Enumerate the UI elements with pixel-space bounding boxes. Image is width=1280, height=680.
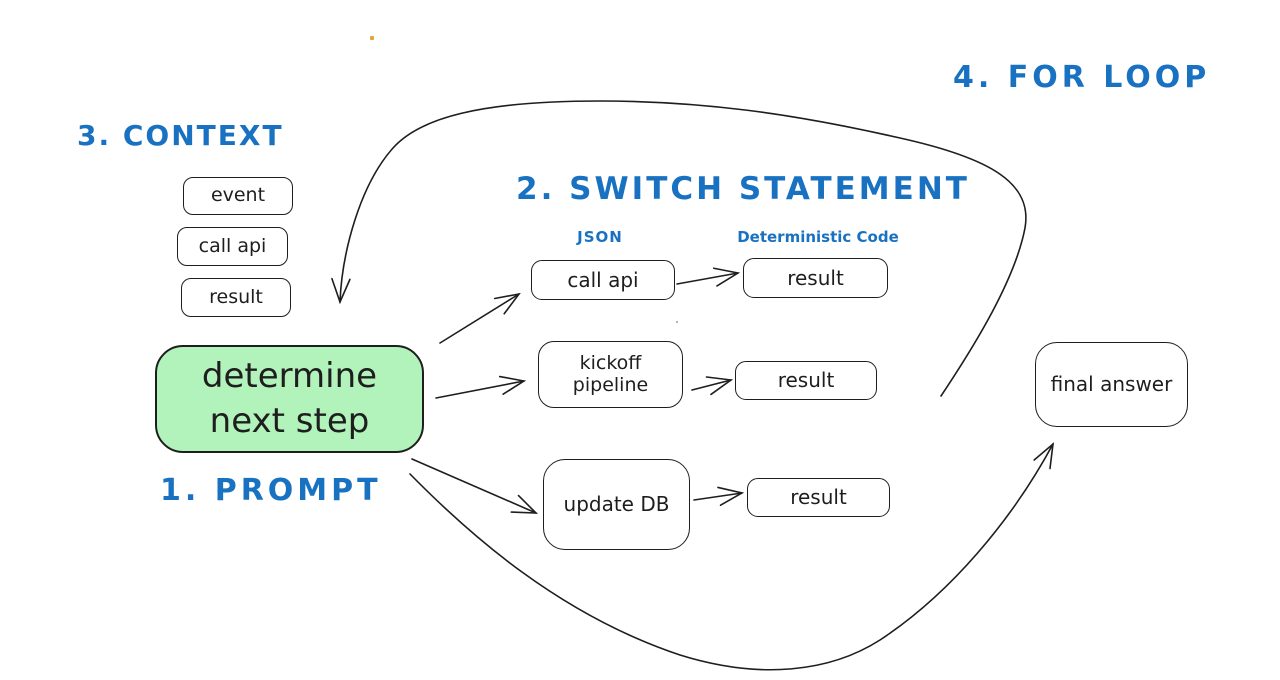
- switch-call-api-label: call api: [567, 267, 639, 292]
- determine-next-step-line1: determine: [201, 356, 378, 397]
- update-db-to-result-arrow: [693, 486, 745, 507]
- context-event-node: event: [183, 177, 293, 215]
- switch-kickoff-pipeline-node: kickoff pipeline: [538, 341, 683, 408]
- context-step-label: 3. CONTEXT: [77, 119, 284, 152]
- prompt-step-label: 1. PROMPT: [160, 473, 382, 508]
- context-call-api-label: call api: [198, 234, 267, 257]
- context-result-label: result: [209, 285, 263, 308]
- call-api-to-result-arrow: [676, 267, 741, 287]
- for-loop-step-label: 4. FOR LOOP: [953, 60, 1211, 95]
- switch-kickoff-line1: kickoff: [579, 351, 642, 374]
- switch-update-db-label: update DB: [563, 492, 670, 516]
- switch-kickoff-result-node: result: [735, 361, 877, 400]
- determine-next-step-line2: next step: [209, 401, 370, 441]
- switch-update-db-node: update DB: [543, 459, 690, 550]
- context-event-label: event: [210, 184, 266, 207]
- switch-kickoff-line2: pipeline: [572, 373, 649, 396]
- prompt-to-call-api-arrow: [439, 292, 521, 344]
- prompt-to-update-db-arrow: [411, 458, 539, 514]
- determine-next-step-node: determine next step: [155, 345, 424, 453]
- stray-orange-dot: [370, 36, 374, 40]
- deterministic-code-column-header: Deterministic Code: [737, 228, 899, 246]
- stray-gray-dot: [676, 321, 678, 323]
- for-loop-arrow: [331, 100, 1027, 397]
- switch-call-api-result-label: result: [787, 265, 844, 290]
- final-answer-node: final answer: [1035, 342, 1188, 427]
- kickoff-to-result-arrow: [691, 376, 734, 396]
- final-answer-label: final answer: [1050, 372, 1173, 396]
- context-result-node: result: [181, 278, 291, 317]
- switch-call-api-node: call api: [531, 260, 675, 300]
- context-call-api-node: call api: [177, 227, 288, 266]
- switch-update-db-result-label: result: [790, 485, 847, 509]
- switch-statement-step-label: 2. SWITCH STATEMENT: [516, 171, 970, 207]
- prompt-to-kickoff-arrow: [435, 375, 527, 399]
- switch-call-api-result-node: result: [743, 258, 888, 298]
- switch-update-db-result-node: result: [747, 478, 890, 517]
- json-column-header: JSON: [577, 228, 623, 246]
- switch-kickoff-result-label: result: [777, 368, 835, 392]
- to-final-answer-arrow: [409, 442, 1055, 671]
